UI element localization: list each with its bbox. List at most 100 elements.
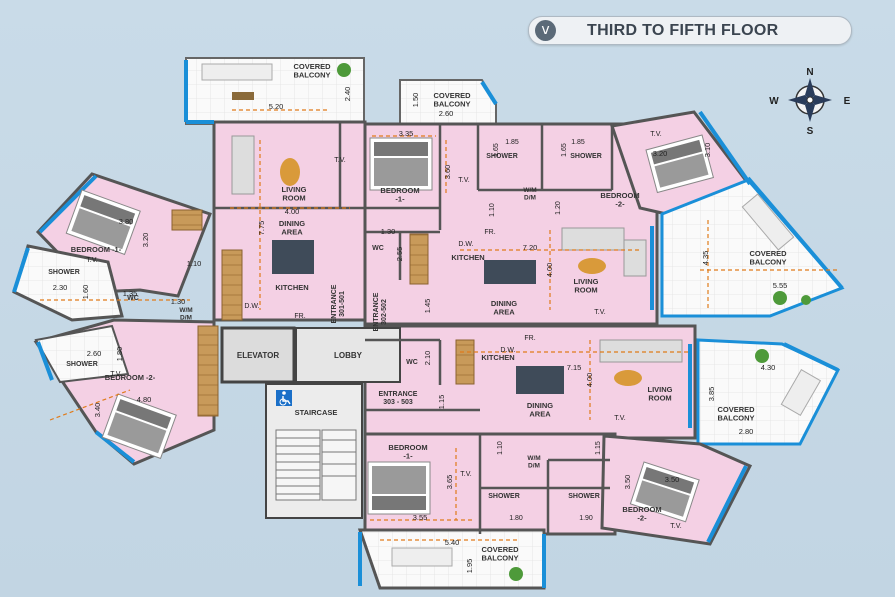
dimension-label: 2.10 bbox=[423, 351, 432, 366]
entrance-labels: ENTRANCE301-501 ENTRANCE302-502 bbox=[331, 284, 388, 331]
tv-label: T.V. bbox=[110, 371, 121, 378]
bed-icon bbox=[645, 134, 715, 194]
dimension-label: 1.30 bbox=[381, 227, 396, 236]
room-label: SHOWER bbox=[568, 493, 600, 500]
dimension-label: 7.75 bbox=[257, 221, 266, 236]
room-label: STAIRCASE bbox=[295, 408, 338, 417]
sofa-icon bbox=[231, 135, 683, 363]
tv-label: T.V. bbox=[86, 257, 97, 264]
room-label: BEDROOM -2- bbox=[105, 373, 156, 382]
dimension-label: 5.20 bbox=[269, 102, 284, 111]
tv-label: T.V. bbox=[670, 523, 681, 530]
room-label: ENTRANCE301-501 bbox=[331, 284, 346, 323]
dimension-label: 3.85 bbox=[707, 387, 716, 402]
room-label: BEDROOM -1- bbox=[71, 245, 122, 254]
room-label: BEDROOM-1- bbox=[388, 443, 427, 461]
dimension-label: 1.15 bbox=[437, 395, 446, 410]
compass-w: W bbox=[769, 96, 779, 107]
dimension-label: 1.35 bbox=[123, 289, 138, 298]
dimension-label: 3.50 bbox=[665, 475, 680, 484]
room-label: SHOWER bbox=[66, 361, 98, 368]
dimension-label: 3.60 bbox=[443, 165, 452, 180]
room-label: ENTRANCE302-502 bbox=[373, 292, 388, 331]
floor-title-text: THIRD TO FIFTH FLOOR bbox=[587, 22, 779, 39]
dimension-label: 3.65 bbox=[445, 475, 454, 490]
dimension-label: 3.55 bbox=[413, 513, 428, 522]
dimension-label: 1.60 bbox=[81, 285, 90, 300]
dimension-label: 5.40 bbox=[445, 538, 460, 547]
kitchen-counter bbox=[171, 209, 475, 417]
dining-table-icon bbox=[272, 240, 564, 394]
dimension-label: 3.35 bbox=[399, 129, 414, 138]
dimension-label: 4.00 bbox=[285, 207, 300, 216]
compass-icon: N S E W bbox=[769, 67, 850, 137]
dw-label: D.W. bbox=[244, 303, 259, 310]
dimension-label: 2.40 bbox=[343, 87, 352, 102]
bed-icon bbox=[65, 189, 141, 256]
dimension-label: 2.55 bbox=[395, 247, 404, 262]
dimension-label: 4.80 bbox=[137, 395, 152, 404]
dimension-label: 1.10 bbox=[187, 259, 202, 268]
dimension-label: 1.85 bbox=[505, 139, 519, 146]
room-label: SHOWER bbox=[570, 153, 602, 160]
dimension-label: 7.15 bbox=[567, 363, 582, 372]
dimension-label: 4.00 bbox=[545, 263, 554, 278]
dimension-label: 1.30 bbox=[171, 297, 186, 306]
dimension-label: 2.60 bbox=[439, 109, 454, 118]
dimension-label: 4.00 bbox=[585, 373, 594, 388]
dw-label: D.W. bbox=[458, 241, 473, 248]
compass-n: N bbox=[806, 67, 813, 78]
dimension-label: 1.90 bbox=[579, 515, 593, 522]
floor-title: v THIRD TO FIFTH FLOOR bbox=[528, 16, 852, 45]
room-label: SHOWER bbox=[48, 269, 80, 276]
dimension-label: 1.85 bbox=[571, 139, 585, 146]
dimension-label: 1.80 bbox=[509, 515, 523, 522]
bed-icon bbox=[101, 393, 177, 460]
dw-label: D.W. bbox=[500, 347, 515, 354]
compass-e: E bbox=[844, 96, 851, 107]
bed-icon bbox=[369, 137, 433, 191]
fr-label: FR. bbox=[484, 229, 495, 236]
plant-icon bbox=[337, 63, 811, 581]
room-label: WC bbox=[406, 359, 418, 366]
furniture bbox=[65, 63, 822, 581]
dimension-label: 1.50 bbox=[411, 93, 420, 108]
dimension-label: 1.10 bbox=[497, 441, 504, 455]
dimension-label: 1.45 bbox=[423, 299, 432, 314]
tv-label: T.V. bbox=[334, 157, 345, 164]
tv-label: T.V. bbox=[458, 177, 469, 184]
dimension-label: 7.20 bbox=[523, 243, 538, 252]
chevron-down-icon[interactable]: v bbox=[535, 20, 556, 41]
dimension-label: 1.10 bbox=[489, 203, 496, 217]
bed-icon bbox=[367, 461, 431, 515]
room-label: SHOWER bbox=[488, 493, 520, 500]
tv-label: T.V. bbox=[460, 471, 471, 478]
fr-label: FR. bbox=[294, 313, 305, 320]
dimension-labels: 5.20 2.40 2.60 1.50 4.00 7.75 3.35 3.60 … bbox=[53, 87, 788, 574]
staircase-treads bbox=[275, 429, 357, 501]
room-label: ELEVATOR bbox=[237, 351, 279, 360]
room-label: BEDROOM-1- bbox=[380, 186, 419, 204]
compass-s: S bbox=[807, 126, 814, 137]
room-label: WC bbox=[372, 245, 384, 252]
bed-icon bbox=[629, 461, 700, 523]
room-label: BEDROOM-2- bbox=[622, 505, 661, 523]
dimension-label: 3.80 bbox=[119, 217, 134, 226]
room-label: KITCHEN bbox=[275, 283, 308, 292]
dimension-label: 1.65 bbox=[561, 143, 568, 157]
tv-label: T.V. bbox=[594, 309, 605, 316]
dimension-label: 4.35 bbox=[701, 251, 710, 266]
dimension-label: 3.10 bbox=[703, 143, 712, 158]
room-label: BEDROOM-2- bbox=[600, 191, 639, 209]
dimension-lines bbox=[40, 109, 840, 541]
